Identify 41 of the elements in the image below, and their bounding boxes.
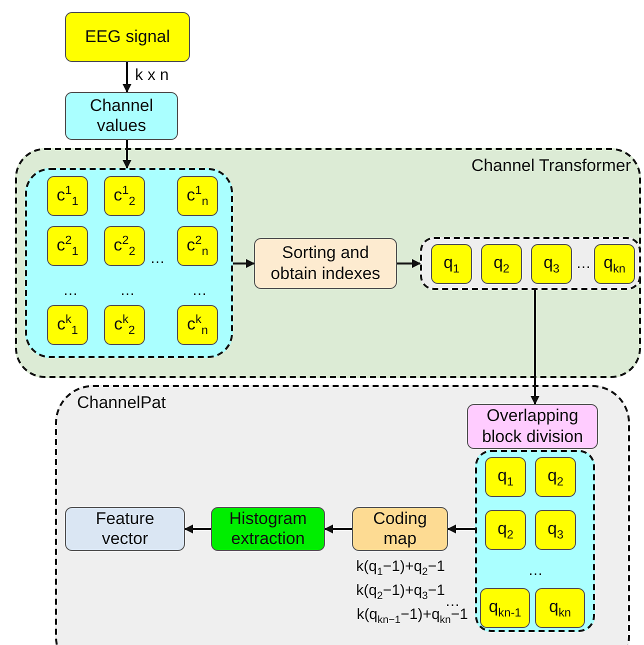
sequence-container [420,237,641,290]
formula: k(q$_{1}$−1)+q$_{2}$−1 [356,558,445,578]
index-cell: q$_{kn-1}$ [480,588,530,628]
process-box: Overlapping block division [467,404,598,449]
formula: k(q$_{2}$−1)+q$_{3}$−1 [356,582,445,602]
index-cell: q$_{1}$ [431,244,472,284]
group-title: ChannelPat [77,393,166,413]
process-box: Channel values [65,92,178,140]
ellipsis: … [120,282,135,299]
index-cell: q$_{2}$ [535,457,576,497]
process-box: EEG signal [65,12,190,62]
index-cell: q$_{3}$ [531,244,572,284]
arrow [397,259,421,268]
group-title: Channel Transformer [471,156,631,176]
ellipsis: … [192,282,207,299]
process-box: Sorting and obtain indexes [254,238,397,289]
process-box: Feature vector [65,507,185,551]
arrow [122,140,132,169]
arrow [184,524,211,534]
ellipsis: … [528,562,543,579]
arrow [324,524,352,534]
ellipsis: … [576,255,591,272]
process-box: Coding map [352,507,448,551]
index-cell: q$_{3}$ [535,510,576,550]
block-container [475,450,595,632]
index-cell: q$_{kn}$ [535,588,585,628]
arrow [122,62,132,93]
ellipsis: … [63,282,78,299]
index-cell: q$_{kn}$ [594,244,635,284]
index-cell: q$_{2}$ [481,244,522,284]
index-cell: q$_{2}$ [485,510,526,550]
arrow [530,290,540,405]
edge-label: k x n [135,67,169,85]
arrow [447,524,475,534]
matrix-container [25,168,233,358]
group-panel [55,385,630,645]
index-cell: q$_{1}$ [485,457,526,497]
process-box: Histogram extraction [211,507,325,551]
arrow [233,259,255,268]
group-panel [15,148,641,378]
ellipsis: … [150,250,165,267]
